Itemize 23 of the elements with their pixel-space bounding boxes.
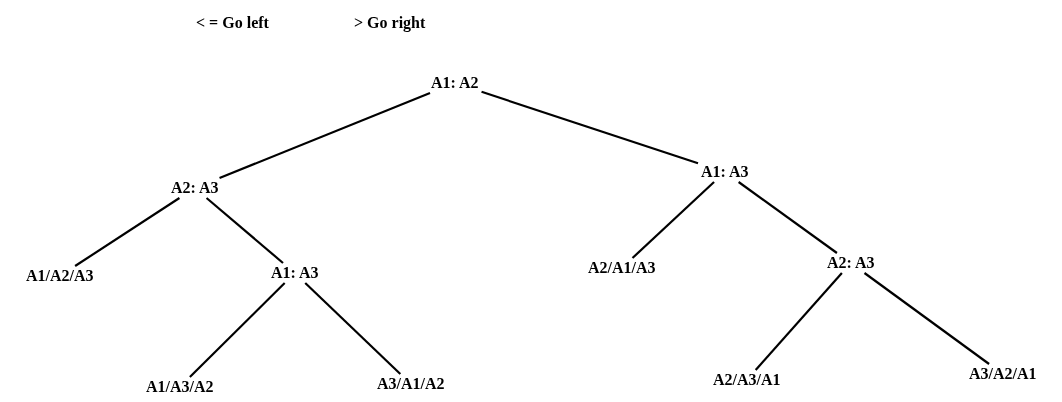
node-label: A1: A2 [430,74,480,92]
tree-branch [219,92,431,179]
node-label: A2/A1/A3 [587,259,657,277]
node-label: A1/A2/A3 [25,267,95,285]
tree-branch [863,272,990,365]
node-label: A1/A3/A2 [145,378,215,396]
tree-branch [205,197,284,264]
legend-text: > Go right [353,14,427,32]
tree-branch [754,272,843,371]
tree-branch [631,181,715,259]
node-label: A2: A3 [826,254,876,272]
tree-branch [189,282,286,378]
node-label: A1: A3 [700,163,750,181]
tree-branch [74,197,181,267]
node-label: A3/A1/A2 [376,375,446,393]
tree-branch [481,90,699,165]
node-label: A2/A3/A1 [712,371,782,389]
node-label: A2: A3 [170,179,220,197]
node-label: A3/A2/A1 [968,365,1038,383]
legend-text: < = Go left [195,14,270,32]
tree-branch [304,282,402,375]
node-label: A1: A3 [270,264,320,282]
tree-branch [738,181,838,254]
